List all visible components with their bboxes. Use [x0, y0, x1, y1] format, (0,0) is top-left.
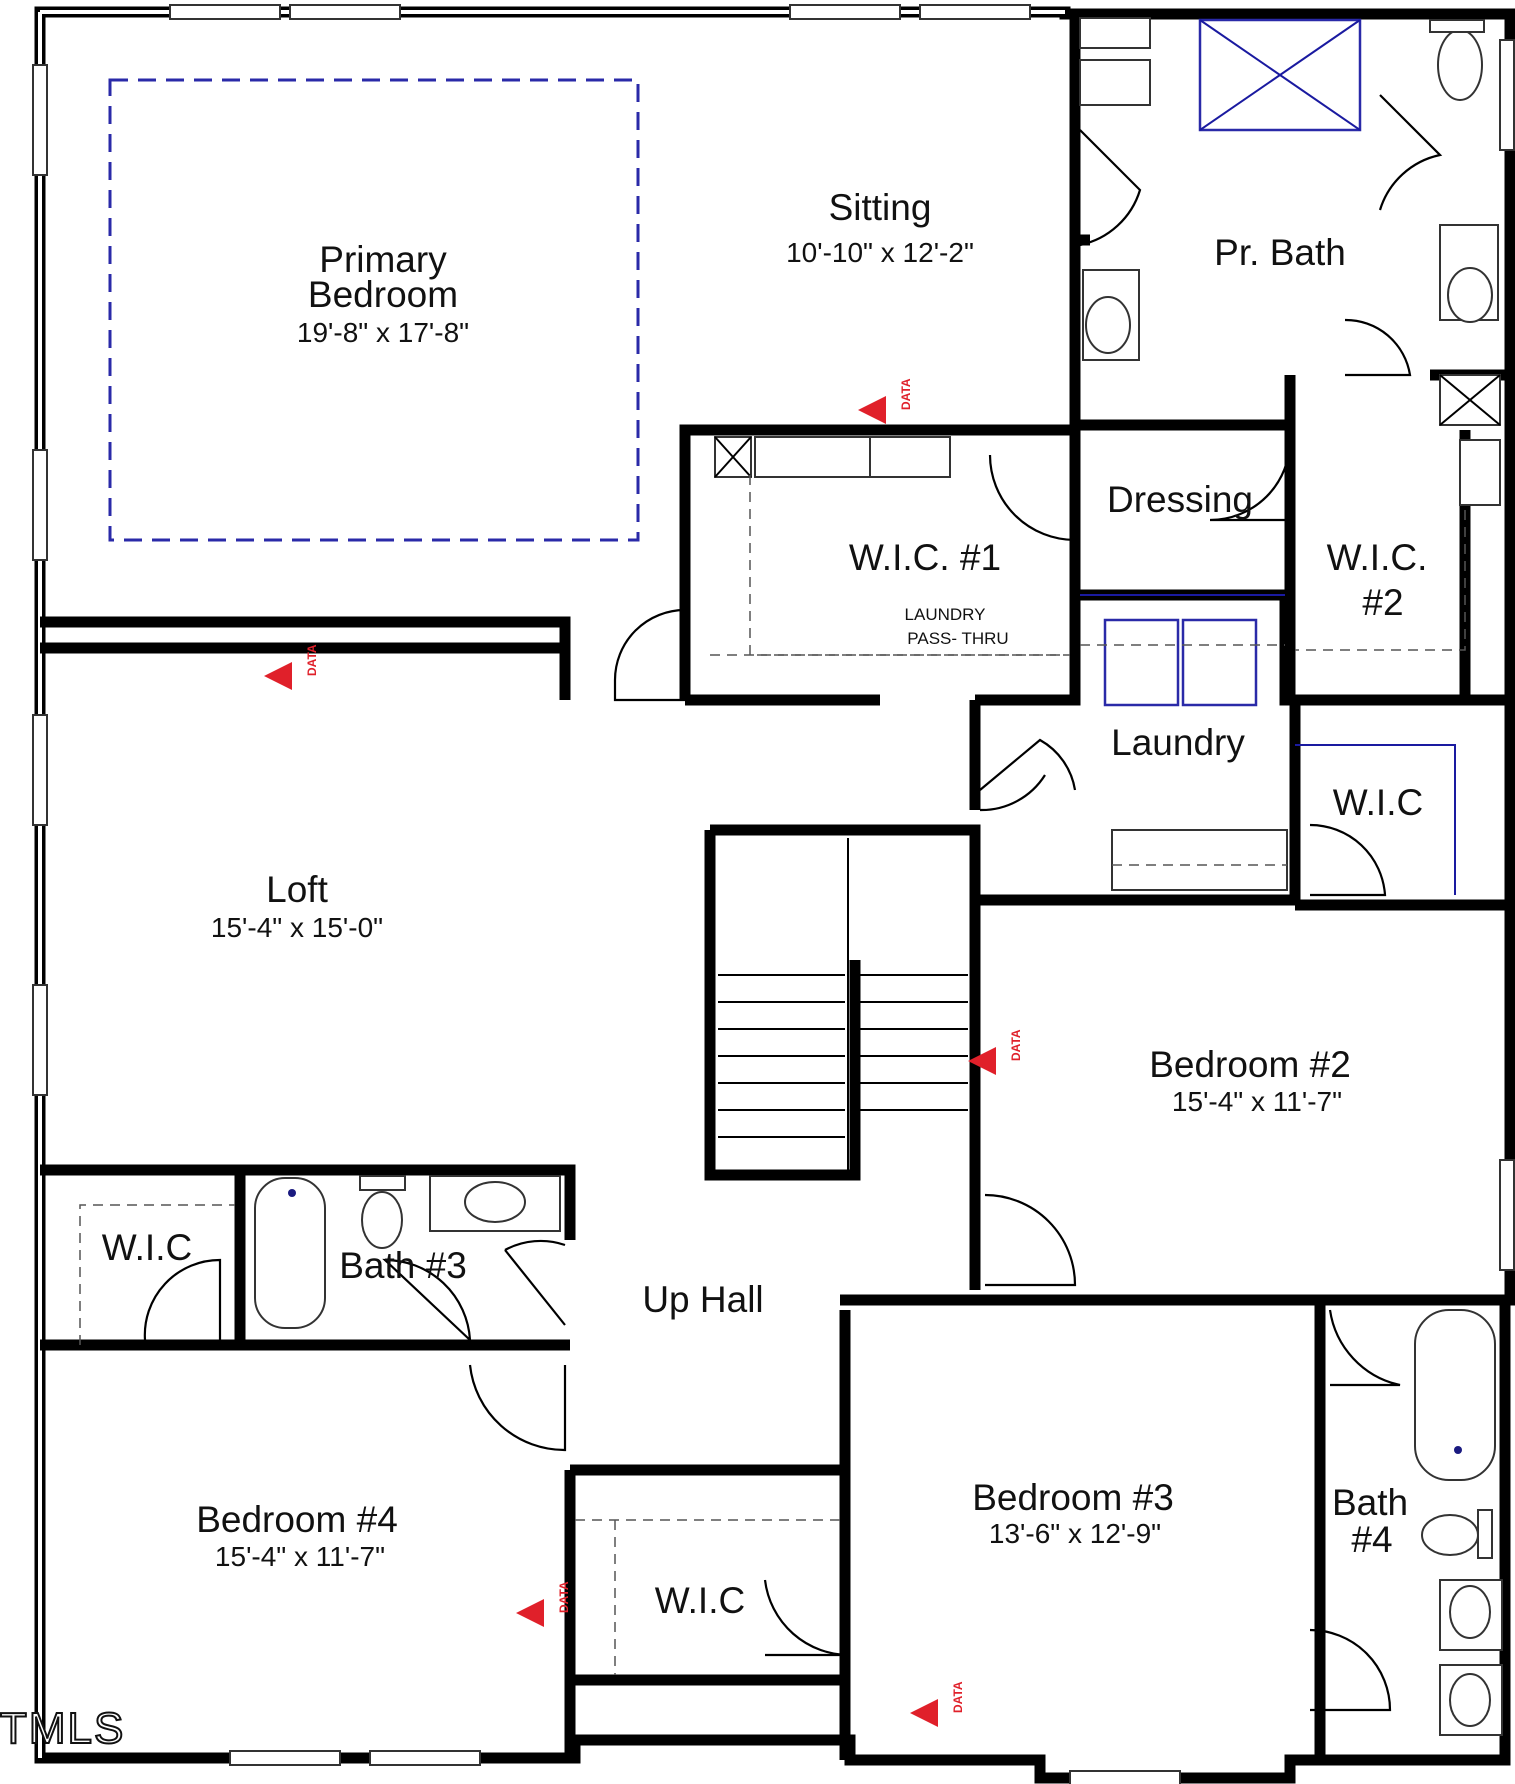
bedroom2-label: Bedroom #2: [1149, 1044, 1351, 1085]
sitting-label: Sitting: [829, 187, 932, 228]
bedroom2-dims: 15'-4" x 11'-7": [1172, 1086, 1342, 1117]
svg-text:DATA: DATA: [899, 378, 913, 410]
room-labels: Primary Bedroom 19'-8" x 17'-8" Sitting …: [102, 187, 1428, 1621]
bedroom4-label: Bedroom #4: [196, 1499, 398, 1540]
watermark-logo: TMLS: [0, 1703, 126, 1754]
primary-bedroom-label: Primary: [319, 239, 447, 280]
laundry-pass-thru-note-2: PASS- THRU: [907, 629, 1008, 648]
svg-text:DATA: DATA: [557, 1581, 571, 1613]
wic1-label: W.I.C. #1: [849, 537, 1001, 578]
staircase: [718, 838, 968, 1170]
data-marker: DATA: [858, 378, 913, 424]
bath3-fixtures: [79, 1175, 561, 1345]
data-marker: DATA: [516, 1581, 571, 1627]
sitting-dims: 10'-10" x 12'-2": [786, 237, 974, 268]
loft-label: Loft: [266, 869, 328, 910]
data-marker: DATA: [968, 1029, 1023, 1075]
laundry-label: Laundry: [1111, 722, 1245, 763]
laundry-appliances: [1080, 594, 1456, 895]
data-marker: DATA: [910, 1681, 965, 1727]
windows-left: [32, 4, 1515, 1784]
up-hall-label: Up Hall: [642, 1279, 763, 1320]
bath4-fixtures: [1414, 1309, 1503, 1736]
loft-dims: 15'-4" x 15'-0": [211, 912, 383, 943]
wic2-label: W.I.C.: [1327, 537, 1428, 578]
tray-ceiling-outline: [108, 78, 640, 542]
bath3-label: Bath #3: [339, 1245, 467, 1286]
primary-bedroom-label-2: Bedroom: [308, 274, 458, 315]
dressing-label: Dressing: [1107, 479, 1253, 520]
bath4-label-2: #4: [1351, 1519, 1392, 1560]
bedroom4-dims: 15'-4" x 11'-7": [215, 1541, 385, 1572]
wic-bed4-label: W.I.C: [102, 1227, 192, 1268]
data-marker: DATA: [264, 644, 319, 690]
svg-text:DATA: DATA: [305, 644, 319, 676]
interior-walls: [40, 18, 1505, 1760]
laundry-pass-thru-note: LAUNDRY: [905, 605, 986, 624]
wic2-label-2: #2: [1362, 582, 1403, 623]
wic-bed2-label: W.I.C: [1333, 782, 1423, 823]
bedroom3-label: Bedroom #3: [972, 1477, 1174, 1518]
pr-bath-label: Pr. Bath: [1214, 232, 1346, 273]
primary-bedroom-dims: 19'-8" x 17'-8": [297, 317, 469, 348]
data-markers: DATA DATA DATA DATA DATA: [264, 378, 1023, 1727]
svg-text:DATA: DATA: [951, 1681, 965, 1713]
wic1-shelving: [710, 436, 1501, 656]
wic3-shelving: [575, 1519, 840, 1675]
pr-bath-fixtures: [1079, 17, 1501, 426]
wic-bed3-label: W.I.C: [655, 1580, 745, 1621]
bedroom3-dims: 13'-6" x 12'-9": [989, 1518, 1161, 1549]
svg-text:DATA: DATA: [1009, 1029, 1023, 1061]
bath4-label: Bath: [1332, 1482, 1408, 1523]
door-swings: [143, 94, 1443, 1712]
